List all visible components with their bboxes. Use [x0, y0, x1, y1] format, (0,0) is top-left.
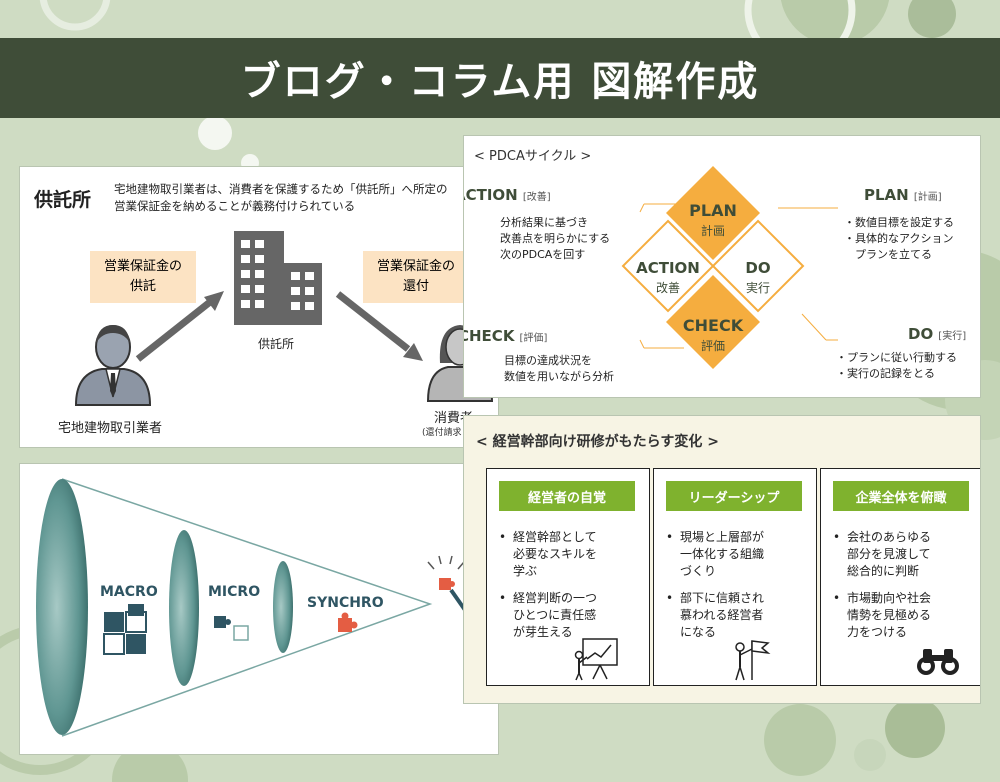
- pdca-diagram: [621, 166, 838, 369]
- do-diamond-sub: 実行: [745, 281, 770, 295]
- training-card-3: 企業全体を俯瞰 会社のあらゆる 部分を見渡して 総合的に判断 市場動向や社会 情…: [820, 468, 980, 686]
- do-diamond: [711, 219, 805, 313]
- building-label: 供託所: [258, 337, 295, 351]
- deposit-box-left-line2: 供託: [129, 279, 156, 294]
- micro-lens: [169, 530, 199, 686]
- pdca-card: < PDCAサイクル > PLAN 計画 CHECK 評価 ACTION 改善 …: [463, 135, 981, 398]
- do-item-2: ・実行の記録をとる: [836, 367, 935, 380]
- plan-heading: PLAN [計画]: [864, 185, 942, 204]
- arrow-up-right-icon: [135, 291, 224, 362]
- deposit-description-line2: 営業保証金を納めることが義務付けられている: [114, 199, 356, 213]
- micro-label: MICRO: [208, 584, 261, 600]
- training-card-1: 経営者の自覚 経営幹部として 必要なスキルを 学ぶ 経営判断の一つ ひとつに責任…: [486, 468, 650, 686]
- training-card-1-item-2: 経営判断の一つ ひとつに責任感 が芽生える: [499, 590, 597, 641]
- do-heading-label: DO: [908, 325, 934, 343]
- training-card-2-item-2: 部下に信頼され 慕われる経営者 になる: [666, 590, 764, 641]
- synchro-label: SYNCHRO: [307, 595, 384, 611]
- businessman-icon: [74, 325, 152, 406]
- training-card-1-item-1: 経営幹部として 必要なスキルを 学ぶ: [499, 529, 597, 580]
- deposit-illustration: [74, 231, 494, 406]
- synchro-lens: [273, 561, 293, 653]
- presentation-board-icon: [574, 638, 618, 681]
- deposit-office-card: 供託所 宅地建物取引業者は、消費者を保護するため「供託所」へ所定の 営業保証金を…: [19, 166, 499, 448]
- check-item-1: 目標の達成状況を: [504, 354, 592, 367]
- action-diamond-label: ACTION: [636, 259, 700, 277]
- action-item-2: 改善点を明らかにする: [500, 232, 611, 245]
- action-diamond-sub: 改善: [655, 281, 680, 295]
- cone-card: MACRO MICRO SYNCHRO: [19, 463, 499, 755]
- plan-heading-label: PLAN: [864, 186, 909, 204]
- plan-diamond: [666, 166, 760, 260]
- plan-diamond-label: PLAN: [689, 201, 737, 220]
- puzzle-pair-icon: [214, 616, 249, 641]
- macro-label: MACRO: [100, 584, 158, 600]
- training-card-3-item-1: 会社のあらゆる 部分を見渡して 総合的に判断: [833, 529, 931, 580]
- action-diamond: [621, 219, 715, 313]
- plan-item-2: ・具体的なアクション: [844, 232, 954, 245]
- deposit-description-line1: 宅地建物取引業者は、消費者を保護するため「供託所」へ所定の: [114, 182, 448, 196]
- dealer-label: 宅地建物取引業者: [58, 421, 163, 436]
- do-heading: DO [実行]: [908, 324, 966, 343]
- training-card-1-title: 経営者の自覚: [499, 481, 635, 511]
- building-icon: [234, 231, 322, 325]
- plan-item-1: ・数値目標を設定する: [844, 216, 954, 229]
- do-heading-tag: [実行]: [938, 331, 967, 342]
- action-heading: ACTION [改善]: [464, 185, 551, 204]
- training-card-3-title: 企業全体を俯瞰: [833, 481, 969, 511]
- training-title: < 経営幹部向け研修がもたらす変化 >: [476, 434, 719, 450]
- do-item-1: ・プランに従い行動する: [836, 351, 957, 364]
- training-card: < 経営幹部向け研修がもたらす変化 > 経営者の自覚 経営幹部として 必要なスキ…: [463, 415, 981, 704]
- action-item-1: 分析結果に基づき: [500, 216, 588, 229]
- pdca-title: < PDCAサイクル >: [474, 149, 592, 164]
- puzzle-group-icon: [103, 604, 147, 655]
- binoculars-icon: [917, 649, 959, 675]
- deposit-box-left: 営業保証金の 供託: [90, 251, 196, 303]
- macro-lens: [36, 479, 88, 735]
- check-heading-label: CHECK: [463, 327, 515, 345]
- action-heading-tag: [改善]: [522, 192, 551, 203]
- deposit-box-right: 営業保証金の 還付: [363, 251, 469, 303]
- deposit-title: 供託所: [34, 189, 92, 211]
- deposit-box-right-line1: 営業保証金の: [376, 259, 455, 274]
- check-item-2: 数値を用いながら分析: [504, 370, 614, 383]
- cone-diagram: [36, 478, 477, 737]
- training-card-1-list: 経営幹部として 必要なスキルを 学ぶ 経営判断の一つ ひとつに責任感 が芽生える: [499, 529, 597, 651]
- action-item-3: 次のPDCAを回す: [500, 248, 586, 261]
- leader-flag-icon: [735, 640, 771, 681]
- plan-diamond-sub: 計画: [700, 224, 725, 238]
- training-card-3-list: 会社のあらゆる 部分を見渡して 総合的に判断 市場動向や社会 情勢を見極める 力…: [833, 529, 931, 651]
- training-card-2-title: リーダーシップ: [666, 481, 802, 511]
- title-banner: ブログ・コラム用 図解作成: [0, 38, 1000, 118]
- plan-heading-tag: [計画]: [913, 192, 942, 203]
- puzzle-red-icon: [338, 612, 358, 632]
- action-heading-label: ACTION: [464, 186, 518, 204]
- consumer-note: (還付請求: [422, 428, 462, 438]
- training-card-2-list: 現場と上層部が 一体化する組織 づくり 部下に信頼され 慕われる経営者 になる: [666, 529, 764, 651]
- deposit-box-left-line1: 営業保証金の: [103, 259, 182, 274]
- training-card-2-item-1: 現場と上層部が 一体化する組織 づくり: [666, 529, 764, 580]
- check-diamond: [666, 275, 760, 369]
- training-card-3-item-2: 市場動向や社会 情勢を見極める 力をつける: [833, 590, 931, 641]
- banner-title: ブログ・コラム用 図解作成: [240, 59, 760, 105]
- deposit-box-right-line2: 還付: [402, 279, 429, 294]
- do-diamond-label: DO: [745, 259, 771, 277]
- check-heading: CHECK [評価]: [463, 326, 548, 345]
- plan-item-3: プランを立てる: [844, 248, 932, 261]
- check-diamond-sub: 評価: [700, 339, 725, 353]
- check-heading-tag: [評価]: [519, 333, 548, 344]
- training-card-2: リーダーシップ 現場と上層部が 一体化する組織 づくり 部下に信頼され 慕われる…: [653, 468, 817, 686]
- cone-outline: [61, 478, 433, 737]
- arrow-down-right-icon: [335, 291, 423, 361]
- check-diamond-label: CHECK: [682, 316, 744, 335]
